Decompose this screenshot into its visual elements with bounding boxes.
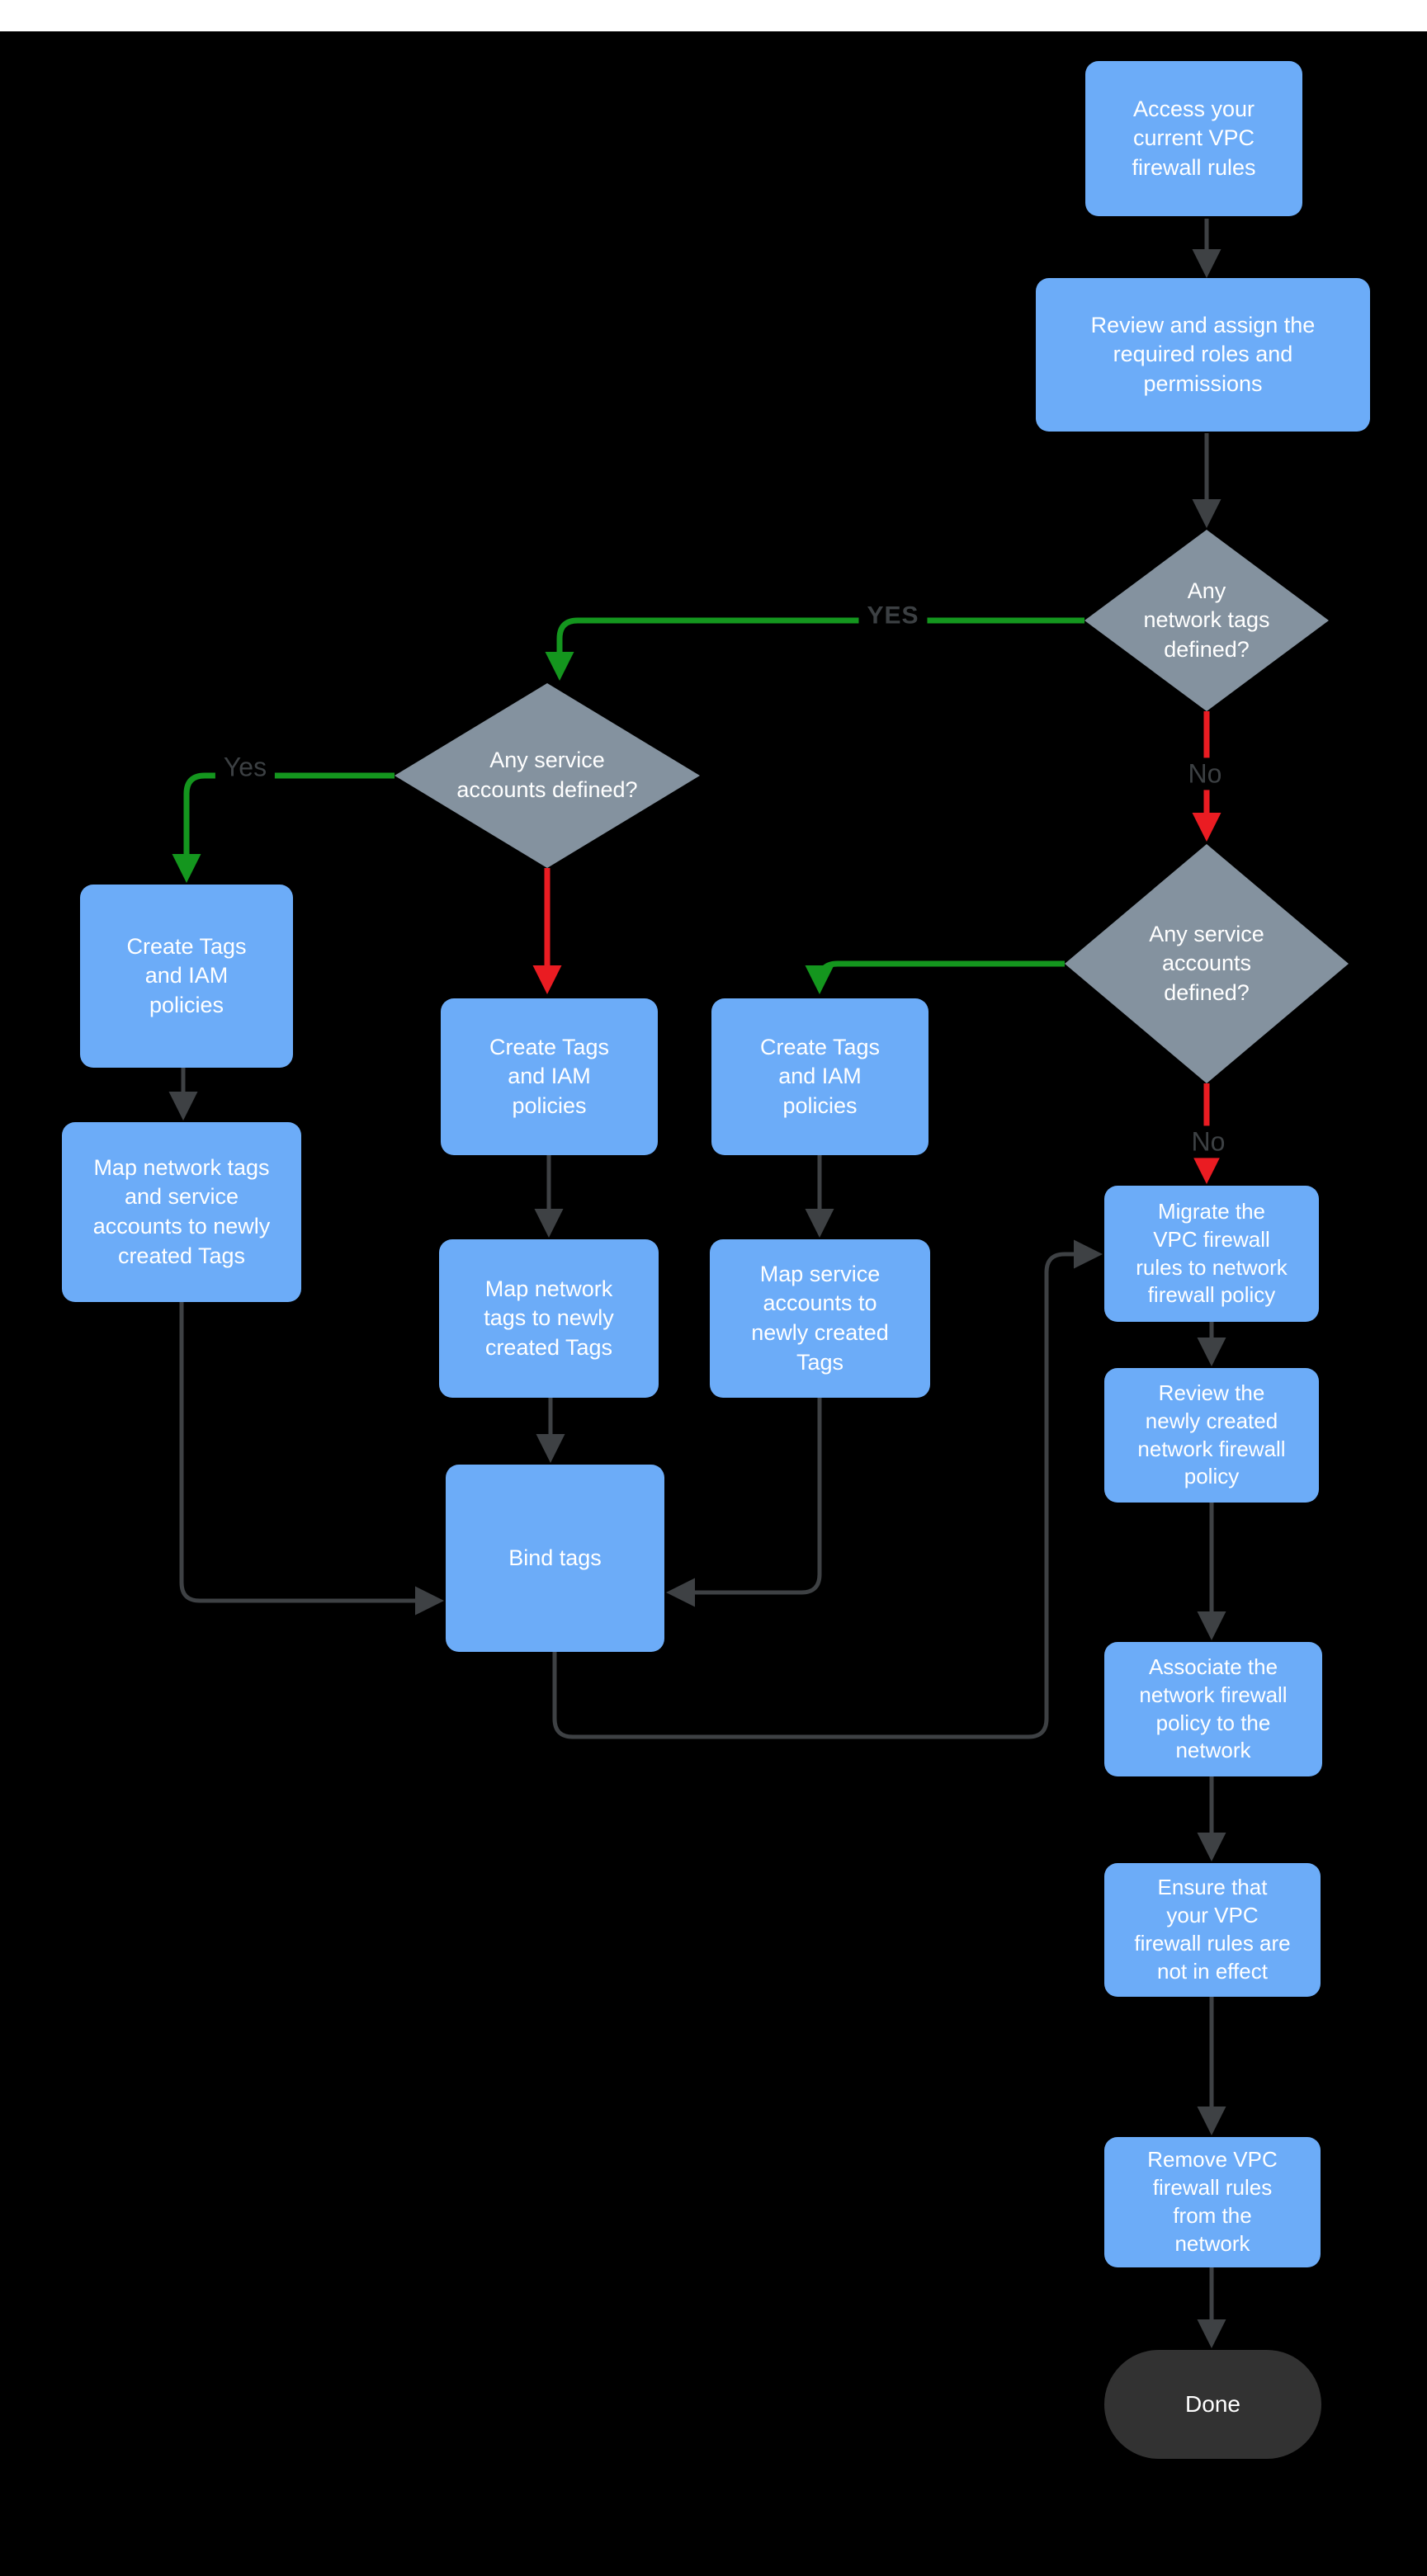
edge-label-yes-upper: YES <box>858 600 928 631</box>
top-whitespace-bar <box>0 0 1427 31</box>
node-create-tags-left: Create Tags and IAM policies <box>80 885 293 1068</box>
edge-label-no-service-accounts: No <box>1183 1125 1234 1158</box>
node-migrate-rules: Migrate the VPC firewall rules to networ… <box>1104 1186 1319 1322</box>
node-bind-tags: Bind tags <box>446 1465 664 1652</box>
edge-label-no-network-tags: No <box>1179 757 1231 790</box>
decision-service-accounts-right-label: Any service accounts defined? <box>1149 921 1264 1005</box>
node-map-service-accounts: Map service accounts to newly created Ta… <box>710 1239 930 1398</box>
node-associate-policy: Associate the network firewall policy to… <box>1104 1642 1322 1776</box>
node-ensure-rules: Ensure that your VPC firewall rules are … <box>1104 1863 1321 1997</box>
node-review-roles: Review and assign the required roles and… <box>1036 278 1370 432</box>
edge-label-yes-left: Yes <box>215 751 276 784</box>
edge-yes-serviceleft-createtags <box>172 772 395 883</box>
edge-mapservice-bind <box>666 1398 822 1607</box>
node-map-network-tags: Map network tags to newly created Tags <box>439 1239 659 1398</box>
edge-yes-serviceright-createtags <box>805 960 1065 994</box>
decision-network-tags-label: Any network tags defined? <box>1143 578 1270 662</box>
node-access-vpc-rules: Access your current VPC firewall rules <box>1085 61 1302 216</box>
decision-service-accounts-left-label: Any service accounts defined? <box>456 748 638 802</box>
decision-service-accounts-right-shape <box>1065 844 1349 1083</box>
node-review-policy: Review the newly created network firewal… <box>1104 1368 1319 1503</box>
node-create-tags-right: Create Tags and IAM policies <box>711 998 928 1155</box>
edge-yes-networktags-serviceleft <box>545 617 1084 681</box>
node-map-network-service-tags: Map network tags and service accounts to… <box>62 1122 301 1302</box>
node-done: Done <box>1104 2350 1321 2459</box>
node-create-tags-middle: Create Tags and IAM policies <box>441 998 658 1155</box>
decision-network-tags-shape <box>1084 530 1329 711</box>
edge-mapleft-bind <box>179 1302 444 1616</box>
decision-service-accounts-left-shape <box>395 683 700 868</box>
edge-bind-migrate-loop <box>552 1239 1103 1739</box>
node-remove-rules: Remove VPC firewall rules from the netwo… <box>1104 2137 1321 2267</box>
